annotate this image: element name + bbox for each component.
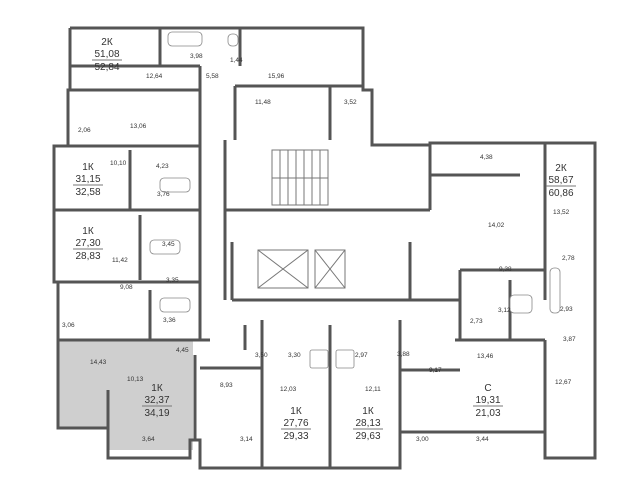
- room-area: 8,93: [220, 382, 233, 389]
- room-area: 3,06: [62, 322, 75, 329]
- room-area: 2,93: [560, 306, 573, 313]
- apartment-total-area: 52,84: [94, 62, 119, 73]
- room-area: 10,13: [127, 376, 144, 383]
- room-area: 9,17: [429, 367, 442, 374]
- apartment-living-area: 31,15: [75, 174, 100, 185]
- room-area: 2,97: [355, 352, 368, 359]
- room-area: 3,50: [255, 352, 268, 359]
- room-area-labels: 3,98 1,44 12,64 5,58 15,96 11,48 3,52 2,…: [62, 53, 576, 443]
- highlight-apartment-1k-32: [58, 340, 193, 428]
- room-area: 3,45: [162, 241, 175, 248]
- room-area: 3,00: [416, 436, 429, 443]
- bathroom-fixtures: [149, 31, 561, 369]
- room-area: 3,12: [498, 307, 511, 314]
- room-area: 2,73: [470, 318, 483, 325]
- room-area: 3,88: [397, 351, 410, 358]
- apartment-label-a7[interactable]: С 19,31 21,03: [473, 383, 503, 419]
- room-area: 12,67: [555, 379, 572, 386]
- apartment-total-area: 29,63: [355, 431, 380, 442]
- apartment-total-area: 60,86: [548, 188, 573, 199]
- room-area: 4,45: [176, 347, 189, 354]
- room-area: 13,52: [553, 209, 570, 216]
- room-area: 3,98: [190, 53, 203, 60]
- apartment-living-area: 58,67: [548, 175, 573, 186]
- room-area: 10,10: [110, 160, 127, 167]
- room-area: 13,06: [130, 123, 147, 130]
- apartment-total-area: 34,19: [144, 408, 169, 419]
- room-area: 4,38: [480, 154, 493, 161]
- room-area: 3,76: [157, 191, 170, 198]
- room-area: 3,52: [344, 99, 357, 106]
- apartment-type: 1К: [290, 406, 302, 417]
- apartment-label-a2[interactable]: 1К 31,15 32,58: [73, 162, 103, 198]
- apartment-type: 1К: [362, 406, 374, 417]
- room-area: 11,42: [112, 257, 128, 264]
- apartment-type: 1К: [82, 226, 94, 237]
- highlight-balcony: [108, 428, 193, 450]
- room-area: 3,64: [142, 436, 155, 443]
- interior-walls: [54, 28, 547, 468]
- exterior-walls: [52, 26, 597, 470]
- room-area: 3,30: [288, 352, 301, 359]
- room-area: 5,58: [206, 73, 219, 80]
- apartment-living-area: 19,31: [475, 395, 500, 406]
- room-area: 4,23: [156, 163, 169, 170]
- room-area: 2,06: [78, 127, 91, 134]
- apartment-label-a1[interactable]: 2К 51,08 52,84: [92, 37, 122, 73]
- room-area: 9,08: [120, 284, 133, 291]
- apartment-label-a8[interactable]: 2К 58,67 60,86: [546, 163, 576, 199]
- room-area: 3,87: [563, 336, 576, 343]
- apartment-living-area: 32,37: [144, 395, 169, 406]
- room-area: 12,03: [280, 386, 297, 393]
- staircase: [271, 149, 329, 206]
- apartment-label-a5[interactable]: 1К 27,76 29,33: [281, 406, 311, 442]
- apartment-total-area: 32,58: [75, 187, 100, 198]
- apartment-living-area: 28,13: [355, 418, 380, 429]
- apartment-total-area: 29,33: [283, 431, 308, 442]
- room-area: 9,38: [499, 266, 512, 273]
- room-area: 3,44: [476, 436, 489, 443]
- room-area: 3,35: [166, 277, 179, 284]
- room-area: 2,78: [562, 255, 575, 262]
- apartment-label-a6[interactable]: 1К 28,13 29,63: [353, 406, 383, 442]
- apartment-type: 1К: [151, 383, 163, 394]
- elevator-shafts: [257, 249, 346, 289]
- room-area: 14,43: [90, 359, 107, 366]
- apartment-type: 2К: [101, 37, 113, 48]
- apartment-living-area: 51,08: [94, 49, 119, 60]
- room-area: 3,36: [163, 317, 176, 324]
- apartment-label-a3[interactable]: 1К 27,30 28,83: [73, 226, 103, 262]
- room-area: 15,96: [268, 73, 285, 80]
- room-area: 11,48: [255, 99, 271, 106]
- apartment-label-a4[interactable]: 1К 32,37 34,19: [142, 383, 172, 419]
- room-area: 3,14: [240, 436, 253, 443]
- room-area: 14,02: [488, 222, 505, 229]
- apartment-total-area: 21,03: [475, 408, 500, 419]
- room-area: 12,64: [146, 73, 163, 80]
- apartment-living-area: 27,76: [283, 418, 308, 429]
- room-area: 13,46: [477, 353, 494, 360]
- apartment-total-area: 28,83: [75, 251, 100, 262]
- room-area: 12,11: [365, 386, 381, 393]
- apartment-living-area: 27,30: [75, 238, 100, 249]
- apartment-type: 1К: [82, 162, 94, 173]
- apartment-type: С: [484, 383, 491, 394]
- apartment-type: 2К: [555, 163, 567, 174]
- room-area: 1,44: [230, 57, 243, 64]
